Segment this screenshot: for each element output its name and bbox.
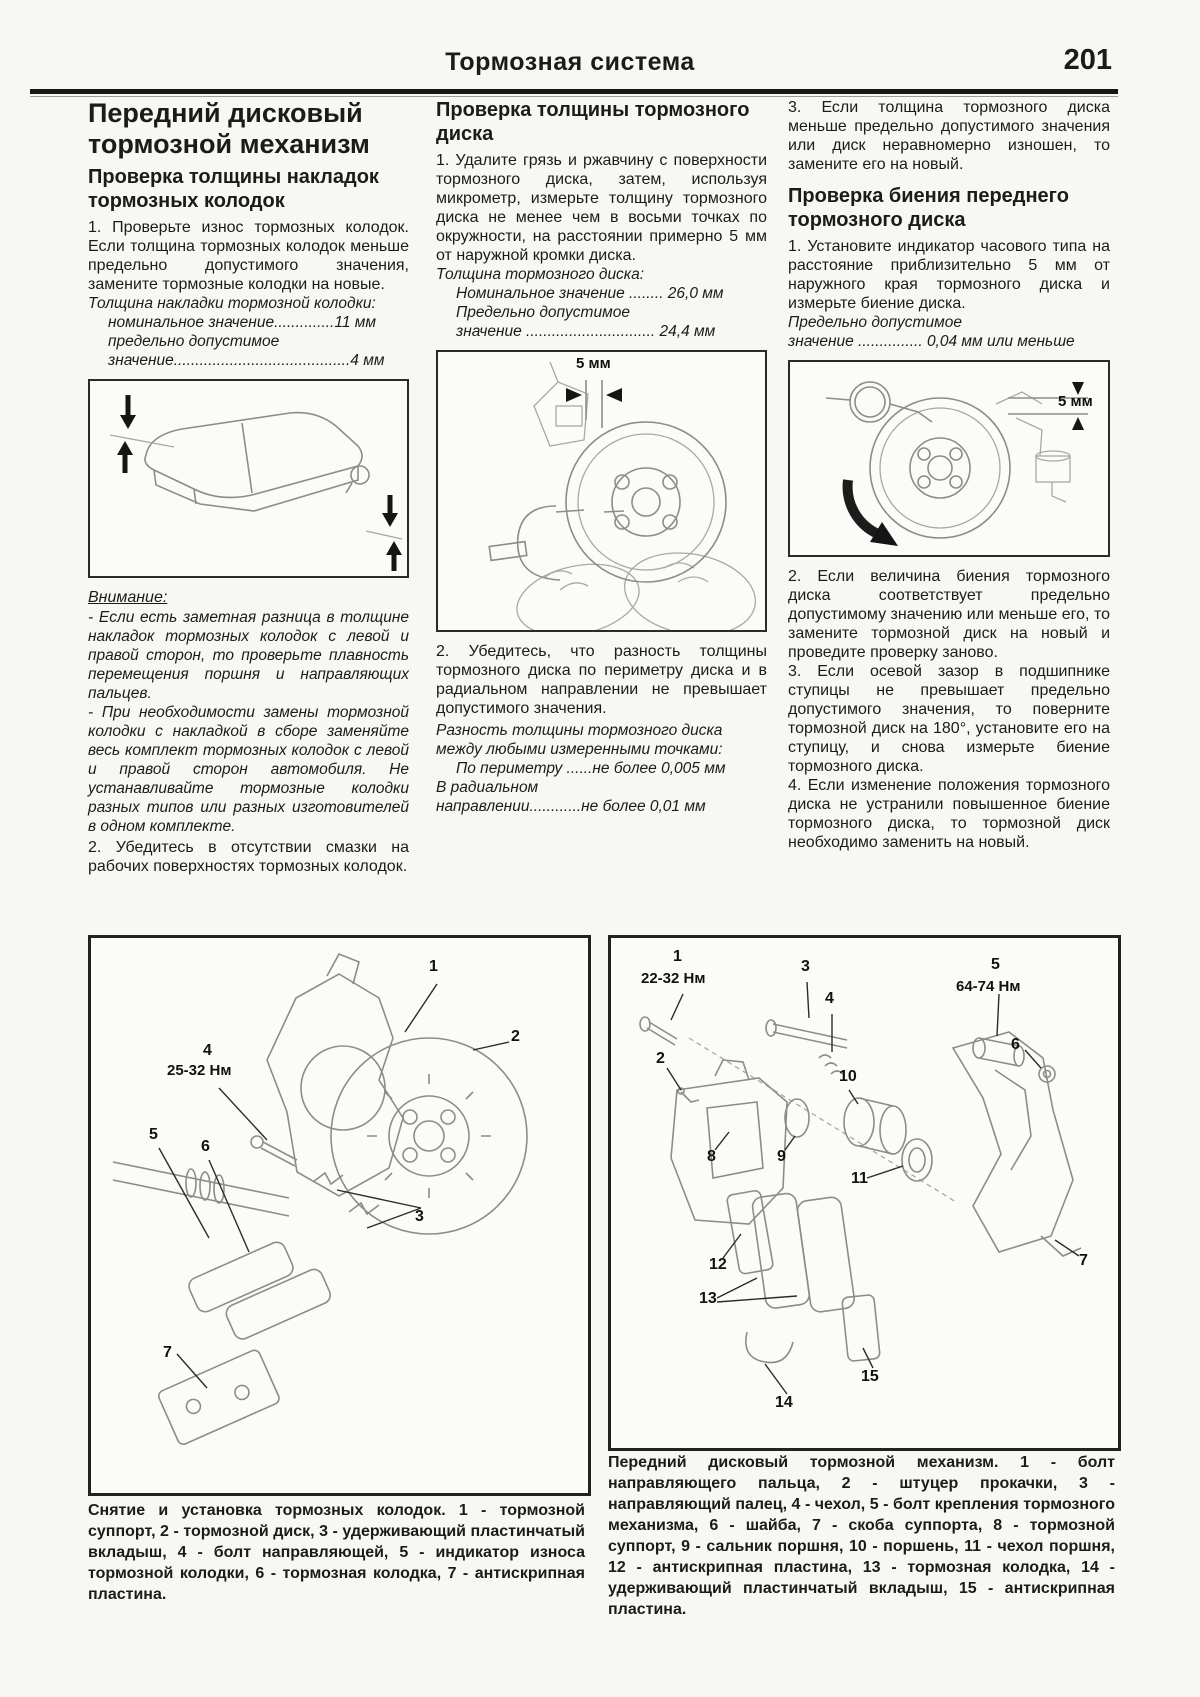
- attention-item-1: - Если есть заметная разница в толщине н…: [88, 609, 409, 702]
- callout-5: 5: [991, 956, 1000, 973]
- callout-4: 4: [203, 1042, 212, 1059]
- rotation-arrow-icon: [842, 479, 898, 546]
- callout-15: 15: [861, 1368, 879, 1385]
- pads-removal-figure: 1 2 4 25-32 Нм 5 6 3 7: [88, 935, 591, 1496]
- callout-6: 6: [1011, 1036, 1020, 1053]
- paragraph-prev-step3: 3. Если толщина тормозного диска меньше …: [788, 99, 1110, 173]
- pads-removal-drawing: [112, 952, 528, 1445]
- section-heading-disc-runout: Проверка биения переднего тормозного дис…: [788, 185, 1069, 231]
- paragraph-step1: 1. Установите индикатор часового типа на…: [788, 238, 1110, 312]
- column-middle: Проверка толщины тормозного диска 1. Уда…: [436, 98, 767, 816]
- spec-limit-label: Предельно допустимое: [788, 314, 962, 331]
- callout-11: 11: [851, 1170, 868, 1187]
- paragraph-step1: 1. Проверьте износ тормозных колодок. Ес…: [88, 219, 409, 293]
- column-right: 3. Если толщина тормозного диска меньше …: [788, 98, 1110, 852]
- torque-label-5: 64-74 Нм: [956, 978, 1021, 995]
- spec-limit-value: значение .............................. …: [456, 323, 716, 340]
- front-brake-figure: 1 22-32 Нм 2 3 4 5 64-74 Нм 6 7 8 9 10 1…: [608, 935, 1121, 1451]
- callout-1: 1: [429, 958, 438, 975]
- front-brake-drawing: [639, 981, 1082, 1395]
- paragraph-step4: 4. Если изменение положения тормозного д…: [788, 777, 1110, 851]
- measure-arrows-icon: [566, 388, 622, 402]
- callout-2: 2: [656, 1050, 665, 1067]
- spec-limit-value: значение ............... 0,04 мм или мен…: [788, 333, 1075, 350]
- distance-label: 5 мм: [1058, 393, 1093, 410]
- callout-7: 7: [1079, 1252, 1088, 1269]
- thickness-arrows-icon: [117, 395, 402, 571]
- header-rule-thin: [30, 96, 1118, 97]
- front-brake-caption: Передний дисковый тормозной механизм. 1 …: [608, 1454, 1115, 1618]
- callout-12: 12: [709, 1256, 727, 1273]
- paragraph-step3: 3. Если осевой зазор в подшипнике ступиц…: [788, 663, 1110, 775]
- disc-micrometer-drawing: [488, 361, 757, 630]
- paragraph-step2: 2. Убедитесь, что разность толщины тормо…: [436, 643, 767, 717]
- callout-14: 14: [775, 1394, 793, 1411]
- callout-5: 5: [149, 1126, 158, 1143]
- spec-limit-label: предельно допустимое: [108, 333, 280, 350]
- brake-pad-drawing: [109, 395, 403, 571]
- spec2-title: Разность толщины тормозного диска между …: [436, 722, 723, 758]
- spec-nominal: номинальное значение..............11 мм: [108, 314, 377, 331]
- callout-3: 3: [415, 1208, 424, 1225]
- callout-13: 13: [699, 1290, 717, 1307]
- callout-2: 2: [511, 1028, 520, 1045]
- callout-8: 8: [707, 1148, 716, 1165]
- spec2-perimeter: По периметру ......не более 0,005 мм: [456, 760, 726, 777]
- header-rule: [30, 89, 1118, 94]
- spec2-radial-value: направлении............не более 0,01 мм: [436, 798, 706, 815]
- callout-4: 4: [825, 990, 834, 1007]
- brake-pad-figure: [88, 379, 409, 578]
- page-title: Тормозная система: [445, 48, 695, 76]
- callout-3: 3: [801, 958, 810, 975]
- torque-label-4: 25-32 Нм: [167, 1062, 232, 1079]
- spec2-radial-label: В радиальном: [436, 779, 539, 796]
- pads-removal-caption: Снятие и установка тормозных колодок. 1 …: [88, 1502, 585, 1603]
- callout-9: 9: [777, 1148, 786, 1165]
- spec-limit-label: Предельно допустимое: [456, 304, 630, 321]
- distance-label: 5 мм: [576, 355, 611, 372]
- callout-1: 1: [673, 948, 682, 965]
- disc-runout-figure: 5 мм: [788, 360, 1110, 557]
- spec-title: Толщина накладки тормозной колодки:: [88, 295, 376, 312]
- attention-title: Внимание:: [88, 589, 168, 606]
- spec-title: Толщина тормозного диска:: [436, 266, 645, 283]
- spec-limit-value: значение................................…: [108, 352, 385, 369]
- spec-nominal: Номинальное значение ........ 26,0 мм: [456, 285, 724, 302]
- column-left: Передний дисковый тормозной механизм Про…: [88, 98, 409, 876]
- measure-arrows-icon: [1072, 382, 1084, 430]
- disc-runout-drawing: [825, 381, 1088, 546]
- paragraph-step2: 2. Если величина биения тормозного диска…: [788, 568, 1110, 661]
- callout-7: 7: [163, 1344, 172, 1361]
- callout-6: 6: [201, 1138, 210, 1155]
- callout-10: 10: [839, 1068, 857, 1085]
- torque-label-1: 22-32 Нм: [641, 970, 706, 987]
- section-heading-disc-thickness: Проверка толщины тормозного диска: [436, 99, 750, 145]
- section-heading-pad-thickness: Проверка толщины накладок тормозных коло…: [88, 166, 379, 212]
- paragraph-step1: 1. Удалите грязь и ржавчину с поверхност…: [436, 152, 767, 264]
- disc-micrometer-figure: 5 мм: [436, 350, 767, 632]
- chapter-title: Передний дисковый тормозной механизм: [88, 98, 370, 159]
- paragraph-step2: 2. Убедитесь в отсутствии смазки на рабо…: [88, 839, 409, 875]
- attention-item-2: - При необходимости замены тормозной кол…: [88, 704, 409, 835]
- page-number: 201: [1063, 44, 1112, 76]
